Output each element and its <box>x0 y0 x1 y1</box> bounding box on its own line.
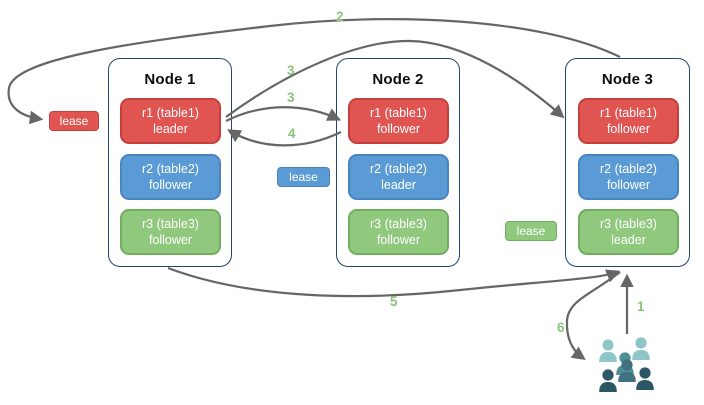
node1-replica-r2: r2 (table2) follower <box>120 154 221 200</box>
replica-name: r3 (table3) <box>142 217 199 231</box>
node3-replica-r1: r1 (table1) follower <box>578 98 679 144</box>
step-label-4: 4 <box>288 126 296 141</box>
node2-replica-r2: r2 (table2) leader <box>348 154 449 200</box>
arrow-step-3-short <box>225 106 342 122</box>
step-label-6: 6 <box>557 320 565 335</box>
node1-replica-r3: r3 (table3) follower <box>120 209 221 255</box>
step-label-3-short: 3 <box>287 90 295 105</box>
replica-name: r3 (table3) <box>600 217 657 231</box>
lease-badge-red: lease <box>49 111 99 131</box>
step-label-3-long: 3 <box>287 63 295 78</box>
replica-role: follower <box>376 233 421 247</box>
node-1-title: Node 1 <box>144 71 196 88</box>
replica-name: r1 (table1) <box>370 106 427 120</box>
users-group-icon <box>599 337 654 392</box>
replica-role: leader <box>381 178 416 192</box>
replica-name: r2 (table2) <box>142 162 199 176</box>
step-label-1: 1 <box>637 299 645 314</box>
arrow-step-5 <box>167 266 621 298</box>
node-3-container: Node 3 r1 (table1) follower r2 (table2) … <box>565 58 690 267</box>
node-2-container: Node 2 r1 (table1) follower r2 (table2) … <box>336 58 460 267</box>
replica-role: follower <box>606 122 651 136</box>
replica-role: leader <box>611 233 646 247</box>
replica-role: follower <box>376 122 421 136</box>
replica-name: r1 (table1) <box>142 106 199 120</box>
replica-name: r2 (table2) <box>370 162 427 176</box>
node3-replica-r3: r3 (table3) leader <box>578 209 679 255</box>
replica-name: r1 (table1) <box>600 106 657 120</box>
node1-replica-r1: r1 (table1) leader <box>120 98 221 144</box>
replica-role: leader <box>153 122 188 136</box>
replica-role: follower <box>148 178 193 192</box>
node-3-title: Node 3 <box>601 71 654 88</box>
replica-role: follower <box>148 233 193 247</box>
node2-replica-r3: r3 (table3) follower <box>348 209 449 255</box>
replica-role: follower <box>606 178 651 192</box>
step-label-5: 5 <box>390 294 398 309</box>
lease-badge-blue: lease <box>277 167 330 187</box>
node-2-title: Node 2 <box>372 71 424 88</box>
step-label-2: 2 <box>336 9 344 24</box>
lease-badge-green: lease <box>505 221 557 241</box>
arrow-step-4 <box>227 129 342 147</box>
node-1-container: Node 1 r1 (table1) leader r2 (table2) fo… <box>108 58 232 267</box>
node3-replica-r2: r2 (table2) follower <box>578 154 679 200</box>
replica-name: r2 (table2) <box>600 162 657 176</box>
replica-name: r3 (table3) <box>370 217 427 231</box>
arrow-step-2 <box>7 18 621 125</box>
node2-replica-r1: r1 (table1) follower <box>348 98 449 144</box>
